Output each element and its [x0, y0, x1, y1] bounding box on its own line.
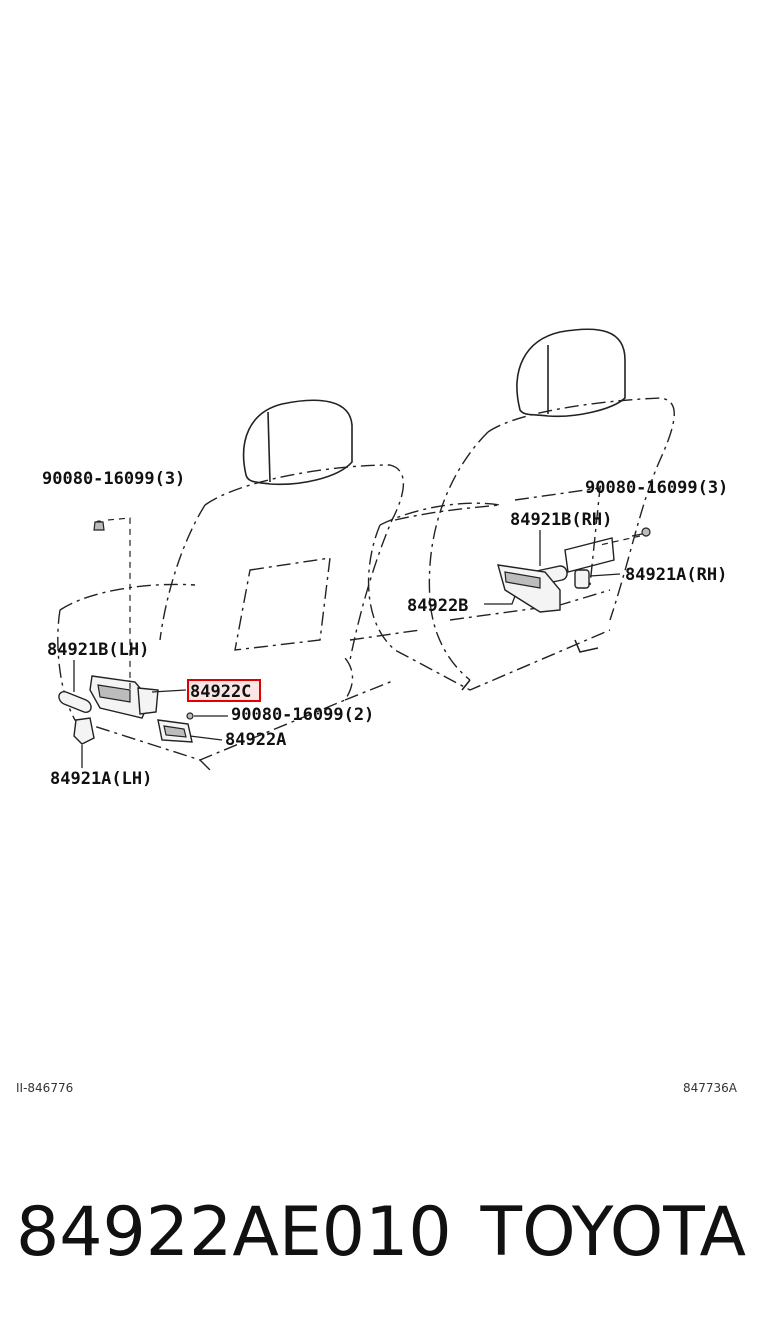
seatback-rh [487, 397, 675, 621]
label-84921a-rh: 84921A(RH) [625, 565, 727, 585]
headrest-lh [242, 399, 353, 486]
label-84922b: 84922B [407, 596, 468, 616]
caption-brand: TOYOTA [480, 1193, 746, 1272]
code-left: II-846776 [16, 1081, 73, 1095]
cushion-lh [57, 583, 354, 761]
label-84922c[interactable]: 84922C [190, 682, 251, 702]
leader-lines [73, 530, 621, 768]
seat-rh [367, 328, 675, 691]
label-84921b-rh: 84921B(RH) [510, 510, 612, 530]
caption: 84922AE010 TOYOTA [16, 1190, 746, 1276]
seatback-lh [204, 464, 405, 661]
seat-lh [57, 399, 501, 771]
label-bolt-lh: 90080-16099(3) [42, 469, 185, 489]
knob-84921a-lh [73, 717, 95, 745]
bolt-rh [641, 527, 651, 537]
label-84921b-lh: 84921B(LH) [47, 640, 149, 660]
highlight-box [187, 679, 261, 702]
parts-lh [58, 517, 194, 745]
panel-rh [564, 537, 615, 573]
headrest-rh [516, 328, 626, 418]
parts-rh [497, 527, 651, 613]
label-bolt-rh: 90080-16099(3) [585, 478, 728, 498]
cover-84921b-lh [58, 691, 92, 713]
knob-84921a-rh [574, 569, 590, 589]
label-84922a: 84922A [225, 730, 286, 750]
label-84921a-lh: 84921A(LH) [50, 769, 152, 789]
label-bolt-center: 90080-16099(2) [231, 705, 374, 725]
code-right: 847736A [683, 1081, 738, 1095]
cushion-rh [367, 502, 611, 691]
caption-part-number: 84922AE010 [16, 1193, 452, 1272]
bolt-center [186, 712, 194, 720]
